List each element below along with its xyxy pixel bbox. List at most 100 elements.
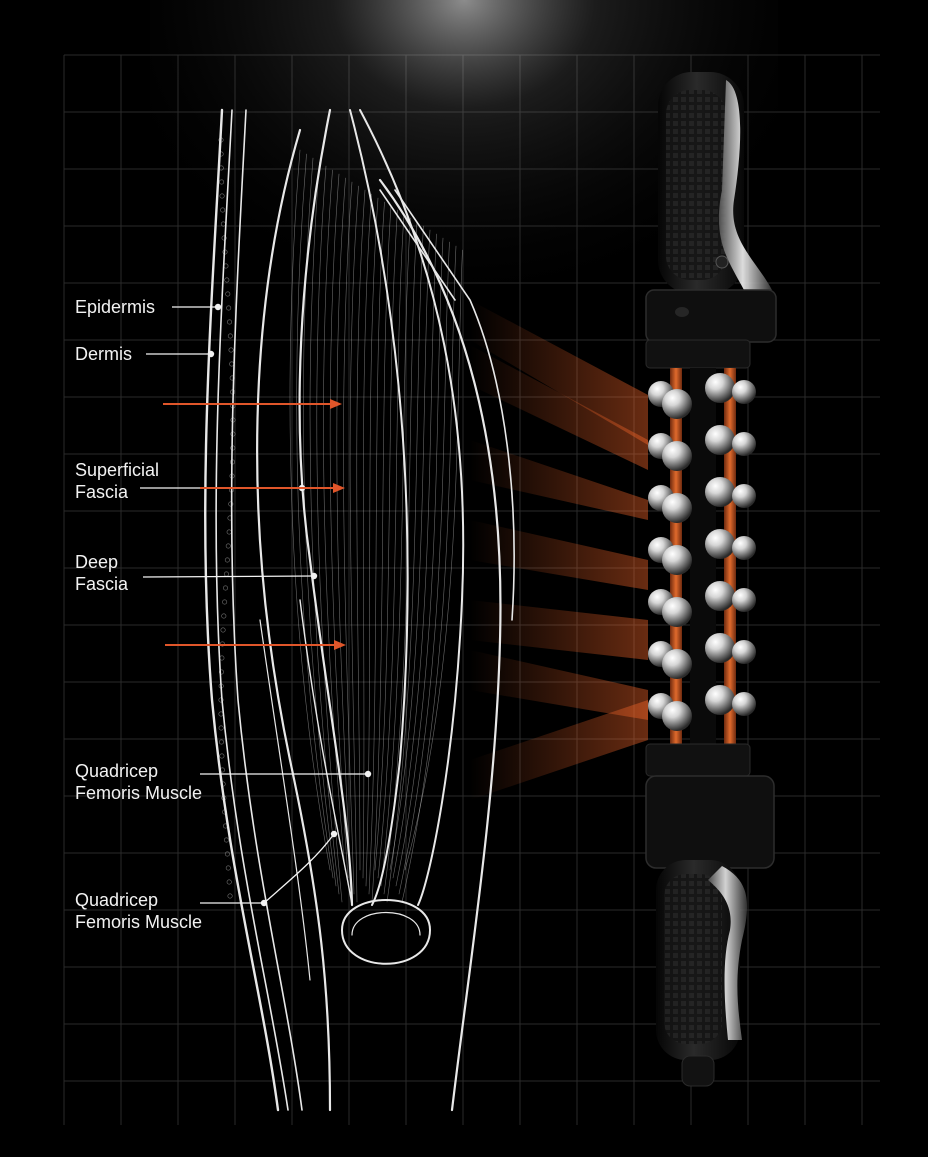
anatomy-contour (259, 619, 311, 981)
dermis-texture (226, 529, 232, 535)
steel-ball-icon (705, 425, 735, 455)
label-dermis: Dermis (75, 344, 132, 364)
steel-ball-icon (662, 493, 692, 523)
dermis-texture (229, 361, 235, 367)
steel-ball-icon (662, 701, 692, 731)
muscle-fiber (316, 165, 343, 903)
steel-ball-icon (732, 588, 756, 612)
muscle-fiber (329, 173, 349, 879)
steel-ball-icon (732, 692, 756, 716)
steel-ball-icon (705, 529, 735, 559)
dermis-texture (220, 221, 226, 227)
steel-ball-icon (705, 633, 735, 663)
bottom-chrome-clip (708, 866, 748, 1040)
steel-ball-icon (732, 640, 756, 664)
dermis-texture (230, 431, 236, 437)
top-end-cap (645, 289, 777, 343)
dermis-texture (229, 459, 235, 465)
steel-ball-icon (705, 373, 735, 403)
muscle-fiber (362, 193, 372, 879)
muscle-fiber (343, 181, 355, 895)
muscle-fiber (401, 245, 457, 903)
dermis-texture (220, 781, 226, 787)
massage-roller-stick (645, 72, 777, 1087)
leader-line (263, 833, 335, 904)
glow-beam (470, 600, 648, 660)
dermis-texture (219, 655, 225, 661)
end-tip (681, 1055, 715, 1087)
steel-ball-icon (705, 581, 735, 611)
dermis-texture (223, 823, 229, 829)
dermis-texture (222, 599, 228, 605)
dermis-texture (220, 207, 226, 213)
leader-dot-icon (330, 830, 338, 838)
arrow-right-icon (334, 640, 346, 650)
muscle-fiber (371, 205, 392, 903)
pressure-arrows (163, 399, 346, 650)
grip-texture (666, 90, 726, 280)
steel-ball-icon (732, 484, 756, 508)
muscle-fiber (383, 221, 418, 895)
label-superficial-fascia: Superficial Fascia (75, 460, 160, 502)
anatomy-contour (351, 911, 421, 936)
steel-ball-icon (662, 545, 692, 575)
dermis-texture (223, 837, 229, 843)
dermis-texture (218, 151, 224, 157)
dermis-texture (218, 739, 224, 745)
leader-dot-icon (364, 770, 372, 778)
anatomy-contour (379, 189, 456, 301)
steel-ball-icon (662, 389, 692, 419)
bottom-collar (645, 743, 751, 777)
muscle-fiber (368, 201, 385, 895)
label-epidermis: Epidermis (75, 297, 156, 317)
dermis-texture (218, 697, 224, 703)
dermis-texture (230, 445, 236, 451)
anatomy-contour (378, 178, 502, 1112)
glow-beam (470, 300, 648, 445)
cap-detail (675, 307, 689, 317)
muscle-fiber (398, 241, 450, 895)
dermis-texture (221, 795, 227, 801)
dermis-texture (219, 193, 225, 199)
button-icon (715, 255, 729, 269)
steel-ball-icon (662, 597, 692, 627)
dermis-texture (224, 851, 230, 857)
dermis-texture (218, 683, 224, 689)
dermis-texture (218, 711, 224, 717)
dermis-texture (220, 627, 226, 633)
top-chrome-clip (718, 80, 772, 290)
anatomy-contour (204, 108, 280, 1112)
dermis-texture (219, 753, 225, 759)
thigh-anatomy-illustration (204, 108, 515, 1112)
anatomy-contour (256, 128, 332, 1112)
dermis-texture (225, 543, 231, 549)
dermis-texture (221, 613, 227, 619)
dermis-texture (221, 235, 227, 241)
arrow-right-icon (330, 399, 342, 409)
label-quadricep-femoris-1: Quadricep Femoris Muscle (75, 761, 203, 803)
grip-texture (664, 874, 722, 1044)
muscle-fiber (374, 209, 398, 871)
anatomy-contour (349, 109, 409, 906)
anatomy-contour (298, 108, 354, 907)
dermis-texture (225, 291, 231, 297)
anatomy-contour (394, 189, 515, 621)
dermis-texture (223, 263, 229, 269)
dermis-texture (227, 893, 233, 899)
dermis-texture (219, 767, 225, 773)
dermis-texture (227, 319, 233, 325)
glow-beam (470, 700, 648, 800)
anatomy-contour (299, 599, 353, 906)
dermis-texture (228, 347, 234, 353)
dermis-texture (226, 879, 232, 885)
leader-dot-icon (310, 572, 318, 580)
dermis-texture (218, 669, 224, 675)
dermis-texture (225, 865, 231, 871)
muscle-fiber (296, 153, 334, 879)
dermis-texture (224, 557, 230, 563)
dermis-texture (218, 165, 224, 171)
steel-ball-icon (662, 649, 692, 679)
top-collar (645, 339, 751, 369)
